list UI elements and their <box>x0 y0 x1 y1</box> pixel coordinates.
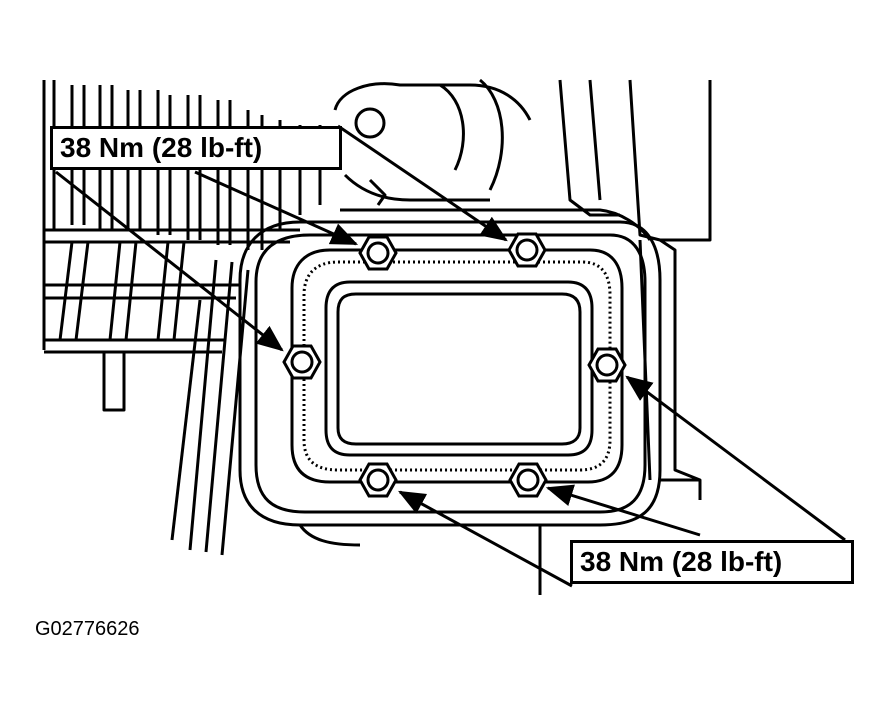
lower-housing <box>298 524 542 595</box>
hex-bolt-icon[interactable] <box>508 462 548 498</box>
leader-arrow <box>398 490 573 588</box>
leader-arrow <box>545 484 701 537</box>
hex-bolt-icon[interactable] <box>282 344 322 380</box>
right-housing <box>638 238 702 500</box>
leader-arrow <box>194 170 359 246</box>
torque-callout-bottom: 38 Nm (28 lb-ft) <box>570 540 854 584</box>
manifold-flange <box>238 220 662 527</box>
hex-bolt-icon[interactable] <box>358 462 398 498</box>
gasket <box>290 248 624 484</box>
intake-port <box>324 280 594 457</box>
upper-housing <box>333 78 712 242</box>
fastener-bolts <box>282 232 627 498</box>
leader-arrow <box>55 170 284 352</box>
leader-arrows <box>55 124 846 588</box>
leader-arrow <box>625 375 846 542</box>
torque-callout-top: 38 Nm (28 lb-ft) <box>50 126 342 170</box>
ribbed-housing <box>42 80 322 556</box>
hex-bolt-icon[interactable] <box>507 232 547 268</box>
hex-bolt-icon[interactable] <box>358 235 398 271</box>
leader-arrow <box>337 124 508 242</box>
hex-bolt-icon[interactable] <box>587 347 627 383</box>
figure-code: G02776626 <box>35 618 140 640</box>
